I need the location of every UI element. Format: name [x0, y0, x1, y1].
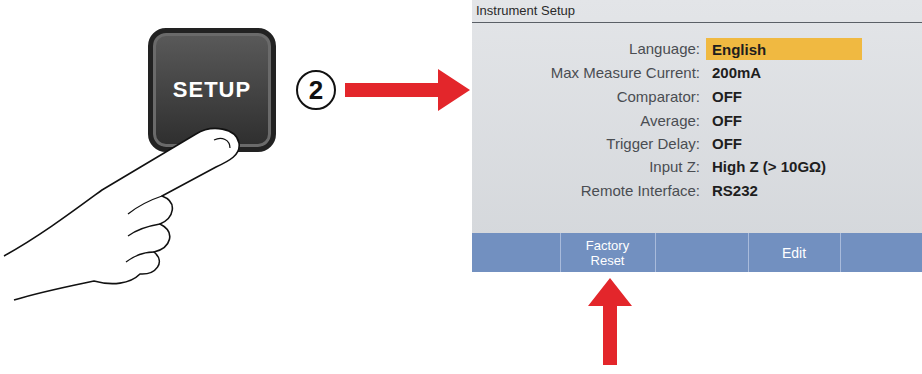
setting-value: OFF	[712, 135, 742, 153]
setting-value: High Z (> 10GΩ)	[712, 158, 826, 176]
softkey-bar	[472, 233, 922, 272]
node-text: SETUP	[173, 77, 251, 103]
node-text: English	[712, 41, 766, 58]
setup-screen: Instrument SetupEnglishFactory Reset Edit…	[472, 0, 922, 272]
finger-crease	[126, 196, 162, 262]
softkey-divider	[840, 233, 841, 272]
setting-value: RS232	[712, 182, 758, 200]
up-arrow	[588, 278, 632, 365]
softkey-divider	[560, 233, 561, 272]
setting-value: 200mA	[712, 64, 761, 82]
setting-name: Max Measure Current:	[551, 64, 700, 82]
softkey-button: Edit	[748, 233, 840, 272]
softkey-button: Factory Reset	[560, 233, 655, 272]
setting-name: Comparator:	[617, 88, 700, 106]
selected-value: English	[706, 38, 862, 60]
setting-name: Language:	[629, 40, 700, 58]
setting-name: Trigger Delay:	[606, 135, 700, 153]
node-text: 2	[309, 75, 323, 106]
softkey-divider	[748, 233, 749, 272]
setting-name: Average:	[640, 112, 700, 130]
screen-title: Instrument Setup	[476, 3, 575, 18]
hand-outline	[4, 128, 239, 300]
node-text: Edit	[782, 245, 806, 261]
setup-button: SETUP	[148, 28, 276, 152]
pointer-arrow	[345, 69, 470, 111]
callout-number: 2	[296, 70, 336, 110]
title-rule	[472, 22, 922, 23]
node-text: Factory Reset	[576, 238, 640, 268]
setting-name: Remote Interface:	[581, 182, 700, 200]
setting-value: OFF	[712, 112, 742, 130]
softkey-divider	[655, 233, 656, 272]
setting-value: OFF	[712, 88, 742, 106]
setting-name: Input Z:	[649, 158, 700, 176]
